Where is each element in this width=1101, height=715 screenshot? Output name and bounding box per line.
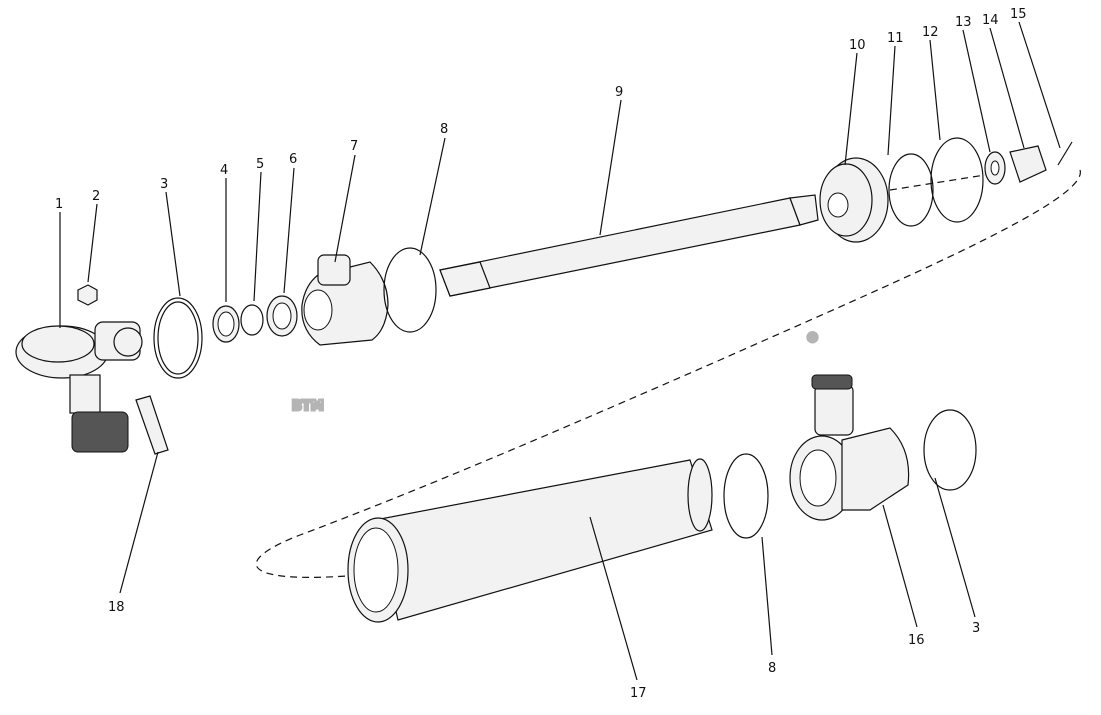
callout-9: 9 <box>615 85 623 100</box>
part-17-cylinder-tube <box>347 458 713 623</box>
callout-7: 7 <box>350 139 358 154</box>
callout-3-right: 3 <box>972 621 980 636</box>
callout-2: 2 <box>92 189 100 204</box>
part-14-castle-nut <box>1009 145 1047 183</box>
part-1-rod-end-eye <box>15 321 143 453</box>
callout-13: 13 <box>955 15 972 30</box>
callout-17: 17 <box>630 686 647 701</box>
part-10-piston <box>819 157 889 243</box>
callout-15: 15 <box>1010 7 1027 22</box>
part-3-snap-ring-right <box>923 409 977 491</box>
callout-12: 12 <box>922 25 939 40</box>
part-12-ring <box>930 137 984 223</box>
callout-16: 16 <box>908 633 925 648</box>
watermark-registered-mark: ® <box>806 331 819 346</box>
watermark-text: BTM <box>292 399 324 414</box>
btm-watermark: BTM ® <box>291 330 821 416</box>
part-5-o-ring <box>240 304 264 336</box>
callout-8-upper: 8 <box>440 122 448 137</box>
callout-14: 14 <box>982 13 999 28</box>
callout-6: 6 <box>289 152 297 167</box>
part-8-o-ring-lower <box>723 453 769 539</box>
callout-labels: 1 2 3 4 5 6 7 8 9 10 11 12 13 14 15 16 3… <box>55 7 1027 701</box>
callout-5: 5 <box>256 157 264 172</box>
part-7-gland <box>301 254 389 346</box>
part-16-cylinder-base <box>789 374 910 521</box>
part-4-seal <box>212 305 240 343</box>
part-15-cotter-pin <box>1057 141 1073 166</box>
part-9-piston-rod <box>439 194 819 297</box>
leader-lines <box>59 21 1061 681</box>
callout-18: 18 <box>108 600 125 615</box>
callout-11: 11 <box>887 31 904 46</box>
part-2-nut <box>77 284 98 306</box>
part-6-wiper <box>266 295 298 337</box>
callout-3-left: 3 <box>160 177 168 192</box>
part-13-washer <box>984 151 1006 185</box>
part-18-pin <box>135 395 169 455</box>
part-11-ring <box>888 153 934 227</box>
part-3-snap-ring-left <box>153 297 203 379</box>
callout-8-lower: 8 <box>768 661 776 676</box>
callout-10: 10 <box>849 38 866 53</box>
assembly-path-upper <box>889 174 986 191</box>
callout-1: 1 <box>55 197 63 212</box>
assembly-path <box>255 169 1081 578</box>
part-8-o-ring-upper <box>383 247 437 333</box>
callout-4: 4 <box>220 163 228 178</box>
